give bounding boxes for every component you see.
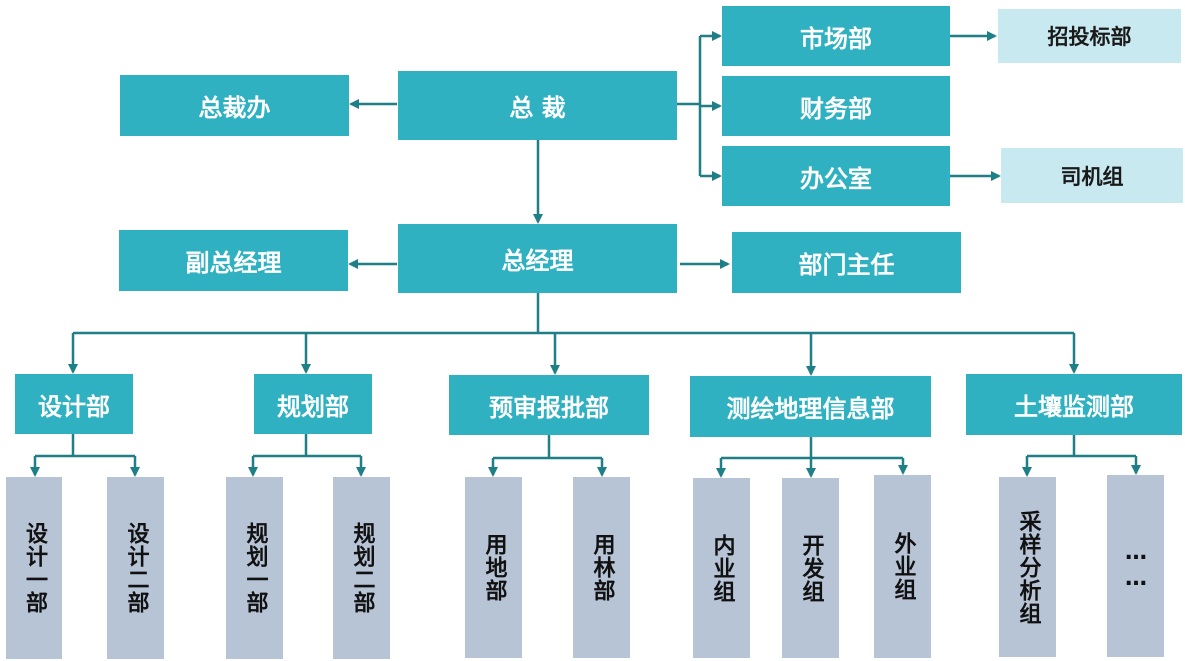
ceo-box: 总 裁 — [398, 71, 677, 140]
sub-unit-box: 设计二部 — [107, 477, 164, 659]
sub-unit-label: 内业组 — [709, 533, 735, 603]
sub-unit-box: 设计一部 — [6, 477, 62, 659]
department-label: 预审报批部 — [489, 393, 609, 422]
finance-dept-box: 财务部 — [722, 76, 950, 136]
gm-label: 总经理 — [501, 247, 574, 275]
sub-unit-label: 用地部 — [481, 533, 507, 602]
sub-unit-label: 规划一部 — [242, 522, 268, 614]
department-box: 设计部 — [15, 374, 133, 434]
sub-unit-label: 用林部 — [589, 533, 615, 602]
dept-head-box: 部门主任 — [732, 232, 961, 293]
drivers-group-box: 司机组 — [1001, 148, 1183, 203]
sub-unit-label: 规划二部 — [349, 522, 375, 614]
sub-unit-box: 内业组 — [693, 478, 750, 658]
sub-unit-label: 设计一部 — [22, 522, 47, 614]
department-box: 预审报批部 — [449, 375, 649, 435]
sub-unit-label: 外业组 — [890, 532, 916, 601]
sub-unit-box: 规划二部 — [333, 477, 390, 659]
ceo-label: 总 裁 — [509, 94, 566, 122]
sub-unit-box: …… — [1107, 475, 1164, 657]
bidding-dept-label: 招投标部 — [1047, 25, 1132, 49]
drivers-group-label: 司机组 — [1060, 164, 1124, 189]
ceo-office-box: 总裁办 — [120, 75, 349, 136]
market-dept-box: 市场部 — [722, 6, 950, 66]
sub-unit-box: 规划一部 — [226, 477, 283, 659]
sub-unit-label: 开发组 — [798, 533, 824, 603]
market-dept-label: 市场部 — [800, 24, 872, 53]
department-box: 测绘地理信息部 — [690, 376, 931, 437]
department-label: 土壤监测部 — [1014, 393, 1134, 421]
sub-unit-box: 外业组 — [874, 475, 931, 658]
department-box: 规划部 — [254, 374, 372, 434]
finance-dept-label: 财务部 — [800, 94, 872, 123]
dept-head-label: 部门主任 — [798, 251, 895, 279]
department-box: 土壤监测部 — [966, 374, 1182, 435]
bidding-dept-box: 招投标部 — [998, 9, 1181, 63]
department-label: 设计部 — [38, 392, 110, 421]
sub-unit-box: 开发组 — [782, 478, 839, 658]
sub-unit-label: 设计二部 — [123, 522, 149, 614]
sub-unit-box: 采样分析组 — [999, 477, 1056, 657]
office-label: 办公室 — [800, 164, 872, 193]
sub-unit-box: 用林部 — [573, 477, 630, 658]
office-box: 办公室 — [722, 146, 950, 206]
sub-unit-label: …… — [1123, 540, 1149, 592]
gm-box: 总经理 — [398, 224, 677, 293]
deputy-gm-label: 副总经理 — [185, 249, 282, 277]
sub-unit-box: 用地部 — [465, 477, 522, 658]
ceo-office-label: 总裁办 — [198, 94, 271, 122]
sub-unit-label: 采样分析组 — [1015, 509, 1041, 625]
deputy-gm-box: 副总经理 — [119, 230, 348, 291]
department-label: 规划部 — [277, 392, 349, 421]
department-label: 测绘地理信息部 — [726, 395, 895, 423]
